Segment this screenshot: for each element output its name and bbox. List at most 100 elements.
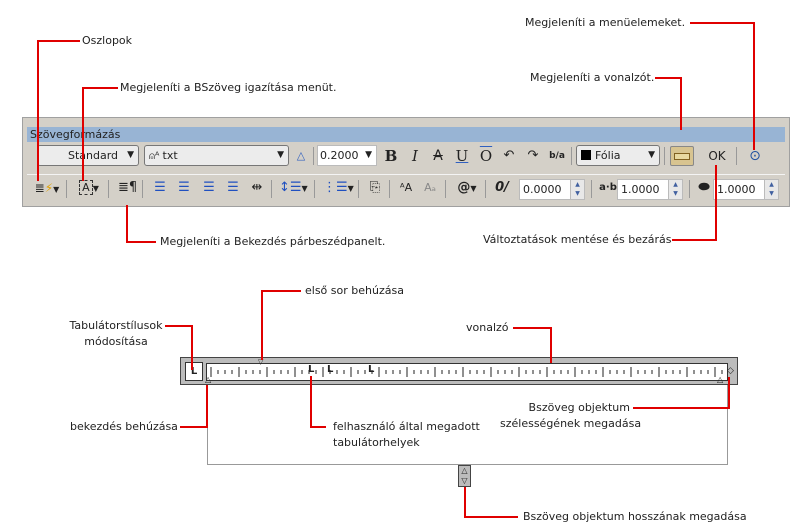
color-dropdown[interactable]: Fólia ▼ [576,145,660,166]
color-swatch [581,150,591,160]
font-value: txt [162,149,178,162]
callout-line-save-close [672,165,717,241]
callout-width-line1: Bszöveg objektum [528,401,630,414]
toolbar-title[interactable]: Szövegformázás [27,127,785,142]
ruler-ticks [210,367,730,377]
width-handle-icon[interactable]: ◇ [727,366,734,376]
height-handle-icon[interactable]: △▽ [458,465,471,487]
redo-button[interactable]: ↷ [527,148,539,163]
tab-stop-1[interactable]: L [308,364,315,375]
callout-options: Megjeleníti a menüelemeket. [525,16,686,29]
callout-line-height [464,487,518,518]
symbol-button[interactable]: @▼ [457,180,477,195]
callout-tab-styles: Tabulátorstílusok módosítása [68,318,164,350]
ok-button[interactable]: OK [708,149,726,163]
justification-button[interactable]: A▼ [75,178,103,199]
right-indent-marker[interactable]: △ [717,375,724,384]
separator [108,180,109,198]
separator [571,147,572,165]
callout-paragraph: Megjeleníti a Bekezdés párbeszédpanelt. [160,235,386,248]
callout-tab-styles-line1: Tabulátorstílusok [69,319,163,332]
ruler-scale[interactable] [206,363,730,381]
tab-stop-3[interactable]: L [368,364,375,375]
callout-height: Bszöveg objektum hosszának megadása [523,510,747,523]
strikethrough-button[interactable]: A [433,148,443,164]
bold-button[interactable]: B [384,147,398,165]
separator [314,180,315,198]
chevron-down-icon: ▼ [648,150,655,160]
options-menu-icon[interactable]: ⊙ [749,148,761,164]
justification-icon: A [79,180,93,195]
chevron-down-icon: ▼ [127,150,134,160]
spinner-arrows[interactable]: ▲▼ [668,180,682,199]
undo-button[interactable]: ↶ [503,148,515,163]
tab-style-button[interactable]: L [185,362,203,381]
justify-icon[interactable]: ☰ [227,180,239,195]
height-value: 0.2000 [320,149,359,162]
font-icon: ⍝ᴬ [149,151,163,162]
paragraph-indent-marker[interactable]: △ [205,375,212,384]
text-height-dropdown[interactable]: 0.2000▼ [317,145,377,166]
width-factor-input[interactable]: 1.0000▲▼ [713,179,779,200]
align-right-icon[interactable]: ☰ [203,180,215,195]
separator [736,147,737,165]
align-center-icon[interactable]: ☰ [178,180,190,195]
callout-line-columns [37,40,80,181]
oblique-angle-input[interactable]: 0.0000 ▲▼ [519,179,585,200]
tab-stop-2[interactable]: L [327,364,334,375]
callout-tab-styles-line2: módosítása [84,335,148,348]
distribute-icon[interactable]: ⇹ [251,180,263,195]
overline-button[interactable]: O [479,147,493,165]
separator [591,180,592,198]
lowercase-icon[interactable]: Aₐ [424,181,436,194]
separator [664,147,665,165]
callout-line-ruler-toggle [655,77,682,130]
font-dropdown[interactable]: ⍝ᴬ txt ▼ [144,145,289,166]
ruler[interactable]: L △ ▽ △ ◇ L L L [180,357,738,385]
callout-line-width [633,377,730,409]
separator [445,180,446,198]
callout-line-user-tabs [310,376,326,428]
insert-field-icon[interactable]: ⎘ [369,180,381,195]
callout-justification: Megjeleníti a BSzöveg igazítása menüt. [120,81,337,94]
callout-columns: Oszlopok [82,34,133,47]
separator [358,180,359,198]
numbering-button[interactable]: ⋮☰▼ [323,180,354,195]
paragraph-button[interactable]: ≣¶ [118,180,138,195]
spinner-arrows[interactable]: ▲▼ [764,180,778,199]
separator [389,180,390,198]
annotative-icon[interactable]: △ [296,149,306,162]
separator [689,180,690,198]
italic-button[interactable]: I [412,147,418,165]
color-value: Fólia [595,149,621,162]
tracking-icon: a·b [599,182,617,193]
separator [66,180,67,198]
stack-button[interactable]: b/a [549,151,565,161]
row-divider [27,174,785,175]
tracking-input[interactable]: 1.0000 ▲▼ [617,179,683,200]
oblique-value: 0.0000 [523,183,562,196]
oblique-angle-icon: 0/ [495,180,509,195]
callout-line-paragraph [126,205,156,243]
style-dropdown[interactable]: Standard▼ [37,145,139,166]
callout-ruler: vonalzó [466,321,509,334]
columns-button[interactable]: ≣⚡▼ [34,181,60,195]
separator [485,180,486,198]
uppercase-icon[interactable]: ᴬA [399,181,413,194]
first-line-indent-marker[interactable]: ▽ [258,358,264,366]
tracking-value: 1.0000 [621,183,660,196]
symbol-label: @ [457,180,471,195]
spinner-arrows[interactable]: ▲▼ [570,180,584,199]
chevron-down-icon: ▼ [277,150,284,160]
underline-button[interactable]: U [455,147,469,165]
ruler-toggle-button[interactable] [670,146,694,166]
align-left-icon[interactable]: ☰ [154,180,166,195]
callout-line-options [690,22,755,150]
line-spacing-button[interactable]: ↕☰▼ [279,180,308,195]
separator [142,180,143,198]
separator [271,180,272,198]
callout-line-justification [82,87,118,181]
width-factor-icon: ⬬ [698,180,710,195]
